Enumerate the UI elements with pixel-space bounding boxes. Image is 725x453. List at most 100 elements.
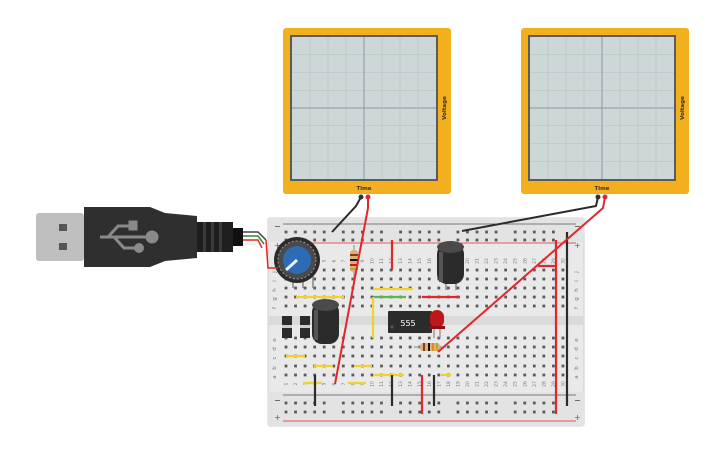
breadboard-hole[interactable]: [466, 345, 469, 349]
breadboard-hole[interactable]: [408, 295, 412, 299]
breadboard-hole[interactable]: [408, 364, 412, 368]
breadboard-hole[interactable]: [552, 373, 555, 377]
rail-hole[interactable]: [485, 238, 488, 242]
breadboard-hole[interactable]: [389, 336, 393, 340]
breadboard-hole[interactable]: [322, 373, 326, 377]
rail-hole[interactable]: [475, 238, 479, 242]
wire-black[interactable]: [331, 196, 362, 233]
potentiometer[interactable]: [274, 237, 320, 288]
breadboard-hole[interactable]: [561, 295, 565, 299]
rail-hole[interactable]: [418, 410, 422, 414]
breadboard-hole[interactable]: [552, 364, 555, 368]
rail-hole[interactable]: [456, 238, 460, 242]
rail-hole[interactable]: [466, 238, 469, 242]
breadboard-hole[interactable]: [523, 268, 527, 272]
breadboard-hole[interactable]: [351, 304, 355, 308]
rail-hole[interactable]: [513, 410, 517, 414]
breadboard-hole[interactable]: [284, 286, 288, 290]
breadboard-hole[interactable]: [475, 354, 479, 358]
breadboard-hole[interactable]: [513, 345, 517, 349]
breadboard-hole[interactable]: [523, 364, 527, 368]
breadboard-hole[interactable]: [446, 354, 450, 358]
rail-hole[interactable]: [399, 401, 402, 405]
rail-hole[interactable]: [303, 401, 307, 405]
breadboard-hole[interactable]: [456, 286, 460, 290]
electrolytic-capacitor-2[interactable]: [312, 299, 339, 344]
rail-hole[interactable]: [380, 410, 383, 414]
rail-hole[interactable]: [351, 401, 355, 405]
rail-hole[interactable]: [294, 401, 297, 405]
breadboard-hole[interactable]: [523, 336, 527, 340]
resistor-1[interactable]: [350, 245, 358, 280]
breadboard-hole[interactable]: [542, 345, 546, 349]
breadboard-hole[interactable]: [427, 354, 431, 358]
breadboard-hole[interactable]: [380, 345, 383, 349]
breadboard-hole[interactable]: [561, 373, 565, 377]
breadboard-hole[interactable]: [389, 364, 393, 368]
breadboard-hole[interactable]: [313, 277, 317, 281]
rail-hole[interactable]: [513, 230, 517, 234]
rail-hole[interactable]: [361, 230, 364, 234]
rail-hole[interactable]: [418, 230, 422, 234]
rail-hole[interactable]: [552, 238, 555, 242]
rail-hole[interactable]: [475, 410, 479, 414]
rail-hole[interactable]: [341, 230, 345, 234]
breadboard-hole[interactable]: [494, 277, 498, 281]
breadboard-hole[interactable]: [341, 345, 345, 349]
breadboard-hole[interactable]: [456, 345, 460, 349]
breadboard-hole[interactable]: [294, 373, 297, 377]
rail-hole[interactable]: [523, 410, 527, 414]
breadboard-hole[interactable]: [427, 268, 431, 272]
breadboard-hole[interactable]: [561, 364, 565, 368]
breadboard-hole[interactable]: [427, 286, 431, 290]
breadboard-hole[interactable]: [494, 304, 498, 308]
breadboard-hole[interactable]: [552, 277, 555, 281]
breadboard-hole[interactable]: [351, 277, 355, 281]
breadboard-hole[interactable]: [437, 304, 441, 308]
breadboard-hole[interactable]: [380, 364, 383, 368]
breadboard-hole[interactable]: [466, 354, 469, 358]
breadboard-hole[interactable]: [437, 336, 441, 340]
breadboard-hole[interactable]: [513, 286, 517, 290]
rail-hole[interactable]: [437, 410, 441, 414]
breadboard-hole[interactable]: [303, 364, 307, 368]
breadboard-hole[interactable]: [542, 373, 546, 377]
breadboard-hole[interactable]: [370, 373, 374, 377]
breadboard-hole[interactable]: [399, 364, 402, 368]
breadboard-hole[interactable]: [475, 304, 479, 308]
breadboard-hole[interactable]: [532, 277, 536, 281]
ic-555-timer[interactable]: 555: [388, 311, 432, 333]
breadboard-hole[interactable]: [361, 277, 364, 281]
breadboard-hole[interactable]: [294, 286, 297, 290]
rail-hole[interactable]: [552, 410, 555, 414]
breadboard-hole[interactable]: [389, 354, 393, 358]
breadboard-hole[interactable]: [418, 373, 422, 377]
breadboard-hole[interactable]: [446, 364, 450, 368]
breadboard-hole[interactable]: [437, 354, 441, 358]
breadboard-hole[interactable]: [361, 295, 364, 299]
breadboard-hole[interactable]: [361, 268, 364, 272]
breadboard-hole[interactable]: [351, 364, 355, 368]
rail-hole[interactable]: [284, 410, 288, 414]
rail-hole[interactable]: [437, 401, 441, 405]
breadboard-hole[interactable]: [399, 345, 402, 349]
rail-hole[interactable]: [341, 401, 345, 405]
rail-hole[interactable]: [313, 238, 317, 242]
breadboard-hole[interactable]: [399, 268, 402, 272]
rail-hole[interactable]: [408, 401, 412, 405]
breadboard-hole[interactable]: [322, 286, 326, 290]
rail-hole[interactable]: [542, 401, 546, 405]
breadboard-hole[interactable]: [370, 345, 374, 349]
breadboard-hole[interactable]: [427, 277, 431, 281]
breadboard-hole[interactable]: [446, 304, 450, 308]
rail-hole[interactable]: [284, 401, 288, 405]
breadboard-hole[interactable]: [485, 373, 488, 377]
breadboard-hole[interactable]: [475, 364, 479, 368]
rail-hole[interactable]: [399, 238, 402, 242]
breadboard-hole[interactable]: [456, 373, 460, 377]
breadboard-hole[interactable]: [341, 277, 345, 281]
rail-hole[interactable]: [418, 238, 422, 242]
breadboard-hole[interactable]: [322, 277, 326, 281]
breadboard-hole[interactable]: [475, 373, 479, 377]
breadboard-hole[interactable]: [504, 286, 508, 290]
